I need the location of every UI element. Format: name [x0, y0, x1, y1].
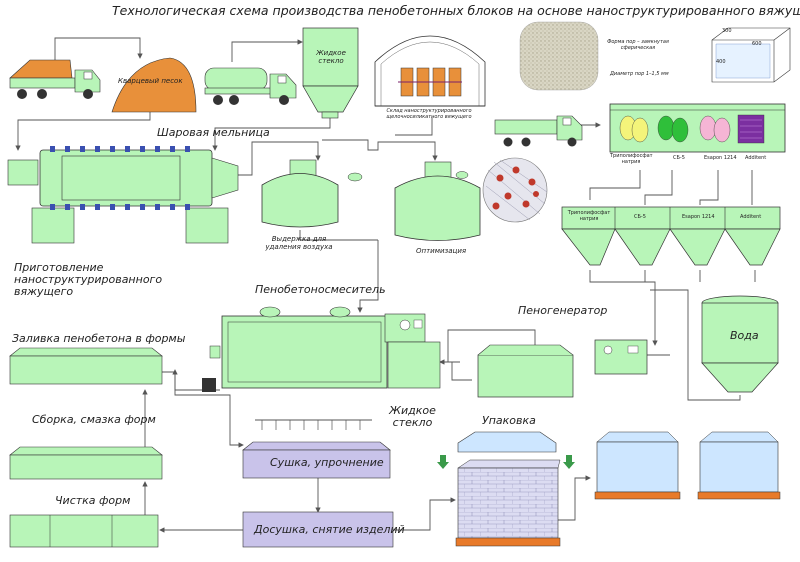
foam-mixer-label: Пенобетоносмеситель — [255, 283, 386, 296]
post-drying-label: Досушка, снятие изделий — [254, 523, 405, 536]
drying-label: Сушка, упрочнение — [270, 456, 384, 469]
packed-pallet — [594, 431, 681, 500]
sand-label: Кварцевый песок — [118, 77, 183, 85]
hopper-label-esapon: Esapon 1214 — [682, 214, 715, 220]
arrow-down-icon — [437, 455, 575, 469]
packing-label: Упаковка — [482, 414, 536, 427]
block-dim-side: 400 — [716, 59, 726, 65]
foam-block — [711, 27, 791, 83]
degassing-tank — [261, 159, 363, 228]
warehouse-dome — [374, 35, 486, 107]
liquid-glass-silo — [302, 27, 359, 119]
assembly-label: Сборка, смазка форм — [32, 413, 156, 426]
block-stack — [455, 459, 561, 547]
flow-lines — [15, 37, 756, 533]
binder-prep-label: Приготовление наноструктурированного вяж… — [14, 261, 163, 299]
nano-particles — [482, 157, 548, 223]
ball-mill — [7, 146, 239, 244]
pore-form-label: Форма пор – замкнутая сферическая — [607, 39, 669, 51]
cleaning-label: Чистка форм — [55, 494, 131, 507]
hopper-label-sb5: СБ-5 — [634, 214, 646, 220]
pore-diameter-label: Диаметр пор 1–1,5 мм — [610, 71, 669, 77]
degassing-label: Выдержка для удаления воздуха — [265, 235, 333, 251]
diagram-title: Технологическая схема производства пеноб… — [112, 3, 800, 18]
casting-label: Заливка пенобетона в формы — [12, 332, 186, 345]
additive-hoppers — [561, 206, 781, 266]
packing-lid — [457, 431, 557, 453]
tanker-truck — [204, 67, 297, 105]
optimization-tank — [394, 161, 481, 241]
warehouse-label: Склад наноструктурированного щелочносили… — [386, 108, 472, 120]
sand-truck — [9, 59, 101, 99]
additives-warehouse — [609, 103, 786, 153]
block-dim-top: 300 — [722, 28, 732, 34]
additive-truck — [494, 115, 583, 147]
packed-pallet — [697, 431, 781, 500]
foam-generator-label: Пеногенератор — [518, 304, 608, 317]
ball-mill-label: Шаровая мельница — [157, 126, 270, 139]
hopper-label-additent: Additent — [740, 214, 762, 220]
sand-pile — [111, 57, 197, 113]
assembly-form — [9, 446, 163, 480]
pore-sample — [519, 21, 599, 91]
drying-box — [242, 441, 391, 479]
block-dim-right: 600 — [752, 41, 762, 47]
additive-label-tpf: Триполифосфат натрия — [610, 153, 653, 165]
additive-label-additent: Additent — [745, 155, 767, 161]
foam-generator — [477, 339, 648, 398]
spray-bar — [261, 420, 361, 430]
post-drying-box — [242, 511, 394, 548]
liquid-glass-label: Жидкое стекло — [316, 49, 346, 65]
water-silo — [701, 295, 779, 393]
additive-label-esapon: Esapon 1214 — [704, 155, 737, 161]
foam-mixer — [202, 306, 441, 392]
hopper-label-tpf: Триполифосфат натрия — [567, 210, 611, 222]
water-label: Вода — [730, 329, 759, 342]
optimization-label: Оптимизация — [416, 247, 467, 255]
additive-label-sb5: СБ-5 — [673, 155, 685, 161]
cleaning-form — [9, 514, 159, 548]
liquid-glass-2-label: Жидкое стекло — [389, 404, 436, 430]
casting-form — [9, 347, 163, 385]
